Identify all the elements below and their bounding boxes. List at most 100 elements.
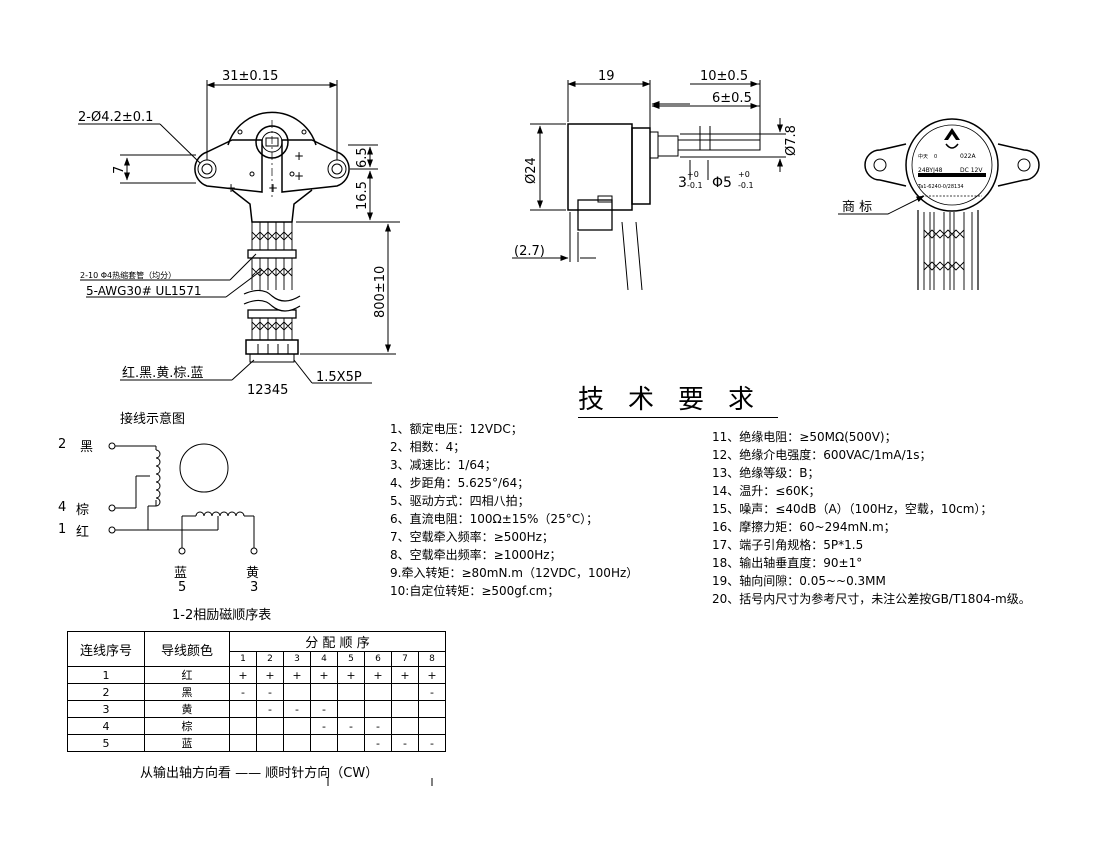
table-row: 2 黑 - - -: [67, 683, 446, 701]
step-header: 3: [283, 651, 311, 667]
row-cell: [310, 734, 338, 752]
row-cell: -: [310, 700, 338, 718]
row-cell: [337, 734, 365, 752]
sleeve-note: 2-10 Φ4热缩套管（均分）: [80, 270, 176, 280]
row-cell: -: [229, 683, 257, 701]
row-no: 2: [67, 683, 145, 701]
terminal-4-color: 棕: [76, 503, 90, 518]
side-dim-3: 3: [678, 175, 687, 191]
table-row: 4 棕 - - -: [67, 717, 446, 735]
spec-item: 4、步距角：5.625°/64；: [390, 476, 530, 490]
row-cell: [256, 734, 284, 752]
table-row: 1 红 + + + + + + + +: [67, 666, 446, 684]
side-dim-3-tol-bot: -0.1: [687, 181, 703, 190]
row-cell: +: [337, 666, 365, 684]
sequence-title: 1-2相励磁顺序表: [172, 608, 272, 623]
spec-item: 10:自定位转矩：≥500gf.cm；: [390, 584, 560, 598]
svg-text:+: +: [294, 149, 304, 163]
row-cell: -: [283, 700, 311, 718]
terminal-5-color: 蓝: [174, 566, 188, 581]
row-no: 4: [67, 717, 145, 735]
row-color: 棕: [144, 717, 230, 735]
spec-item: 7、空载牵入频率：≥500Hz；: [390, 530, 554, 544]
row-cell: [229, 700, 257, 718]
header-no: 连线序号: [67, 631, 145, 667]
svg-text:+: +: [294, 169, 304, 183]
terminal-2-num: 2: [58, 437, 67, 452]
spec-item: 15、噪声：≤40dB（A）（100Hz，空载，10cm）；: [712, 502, 993, 516]
step-header: 4: [310, 651, 338, 667]
spec-item: 16、摩擦力矩：60~294mN.m；: [712, 520, 896, 534]
row-cell: [364, 683, 392, 701]
terminal-1-num: 1: [58, 522, 67, 537]
svg-text:+: +: [226, 181, 236, 195]
row-cell: [391, 700, 419, 718]
terminal-4-num: 4: [58, 500, 67, 515]
row-cell: -: [418, 734, 446, 752]
dim-holes: 2-Ø4.2±0.1: [78, 110, 153, 125]
label-code: 022A: [960, 153, 976, 160]
row-cell: +: [283, 666, 311, 684]
row-color: 黄: [144, 700, 230, 718]
row-cell: +: [418, 666, 446, 684]
row-cell: [418, 700, 446, 718]
label-model: 24BYJ48: [918, 167, 943, 174]
row-cell: -: [364, 717, 392, 735]
row-cell: [337, 683, 365, 701]
row-cell: -: [256, 700, 284, 718]
row-cell: -: [256, 683, 284, 701]
spec-item: 11、绝缘电阻：≥50MΩ(500V)；: [712, 430, 897, 444]
row-cell: +: [310, 666, 338, 684]
side-dim-78: Ø7.8: [784, 125, 799, 156]
row-cell: +: [229, 666, 257, 684]
side-dim-10: 10±0.5: [700, 69, 748, 84]
header-color: 导线颜色: [144, 631, 230, 667]
side-dim-19: 19: [598, 69, 615, 84]
step-header: 2: [256, 651, 284, 667]
row-cell: [418, 717, 446, 735]
side-view: 19 10±0.5 6±0.5 Ø24 Ø7.8 3 +0 -0.1 Φ5 +0…: [512, 69, 799, 291]
step-header: 1: [229, 651, 257, 667]
label-small-c: Ta1-6240-0/28134: [917, 184, 964, 190]
dim-lead-800: 800±10: [373, 266, 388, 318]
row-cell: [283, 734, 311, 752]
step-header: 6: [364, 651, 392, 667]
table-footer: 从输出轴方向看 —— 顺时针方向（CW）: [140, 766, 379, 781]
spec-item: 20、括号内尺寸为参考尺寸，未注公差按GB/T1804-m级。: [712, 592, 1031, 606]
terminal-3-num: 3: [250, 580, 259, 595]
row-cell: [283, 717, 311, 735]
phase-sequence-table: 连线序号 导线颜色 分 配 顺 序 1 2 3 4 5 6 7 8 1 红 + …: [67, 631, 446, 752]
step-header-row: 1 2 3 4 5 6 7 8: [68, 651, 446, 667]
row-no: 5: [67, 734, 145, 752]
wiring-title: 接线示意图: [120, 412, 186, 427]
side-dim-3-tol-top: +0: [687, 170, 699, 179]
row-cell: +: [364, 666, 392, 684]
row-cell: +: [391, 666, 419, 684]
row-color: 黑: [144, 683, 230, 701]
front-view: + + + +: [78, 69, 400, 398]
terminal-3-color: 黄: [246, 566, 260, 581]
spec-item: 5、驱动方式：四相八拍；: [390, 494, 530, 508]
table-row: 5 蓝 - - -: [67, 734, 446, 752]
side-dim-5-tol-bot: -0.1: [738, 181, 754, 190]
spec-item: 1、额定电压：12VDC；: [390, 422, 523, 436]
row-cell: [310, 683, 338, 701]
dim-right-165: 16.5: [355, 181, 370, 210]
pin-numbers: 12345: [247, 383, 288, 398]
row-cell: [391, 683, 419, 701]
spec-item: 6、直流电阻：100Ω±15%（25°C）；: [390, 512, 599, 526]
row-cell: -: [310, 717, 338, 735]
dim-left-7: 7: [112, 166, 127, 174]
side-dim-6: 6±0.5: [712, 91, 752, 106]
label-note: 商 标: [842, 200, 872, 215]
row-cell: -: [391, 734, 419, 752]
row-cell: [229, 734, 257, 752]
terminal-1-color: 红: [76, 525, 90, 540]
spec-item: 19、轴向间隙：0.05~~0.3MM: [712, 574, 886, 588]
wire-colors: 红.黑.黄.棕.蓝: [122, 365, 204, 381]
row-cell: [256, 717, 284, 735]
row-cell: -: [418, 683, 446, 701]
table-row: 3 黄 - - -: [67, 700, 446, 718]
row-color: 蓝: [144, 734, 230, 752]
